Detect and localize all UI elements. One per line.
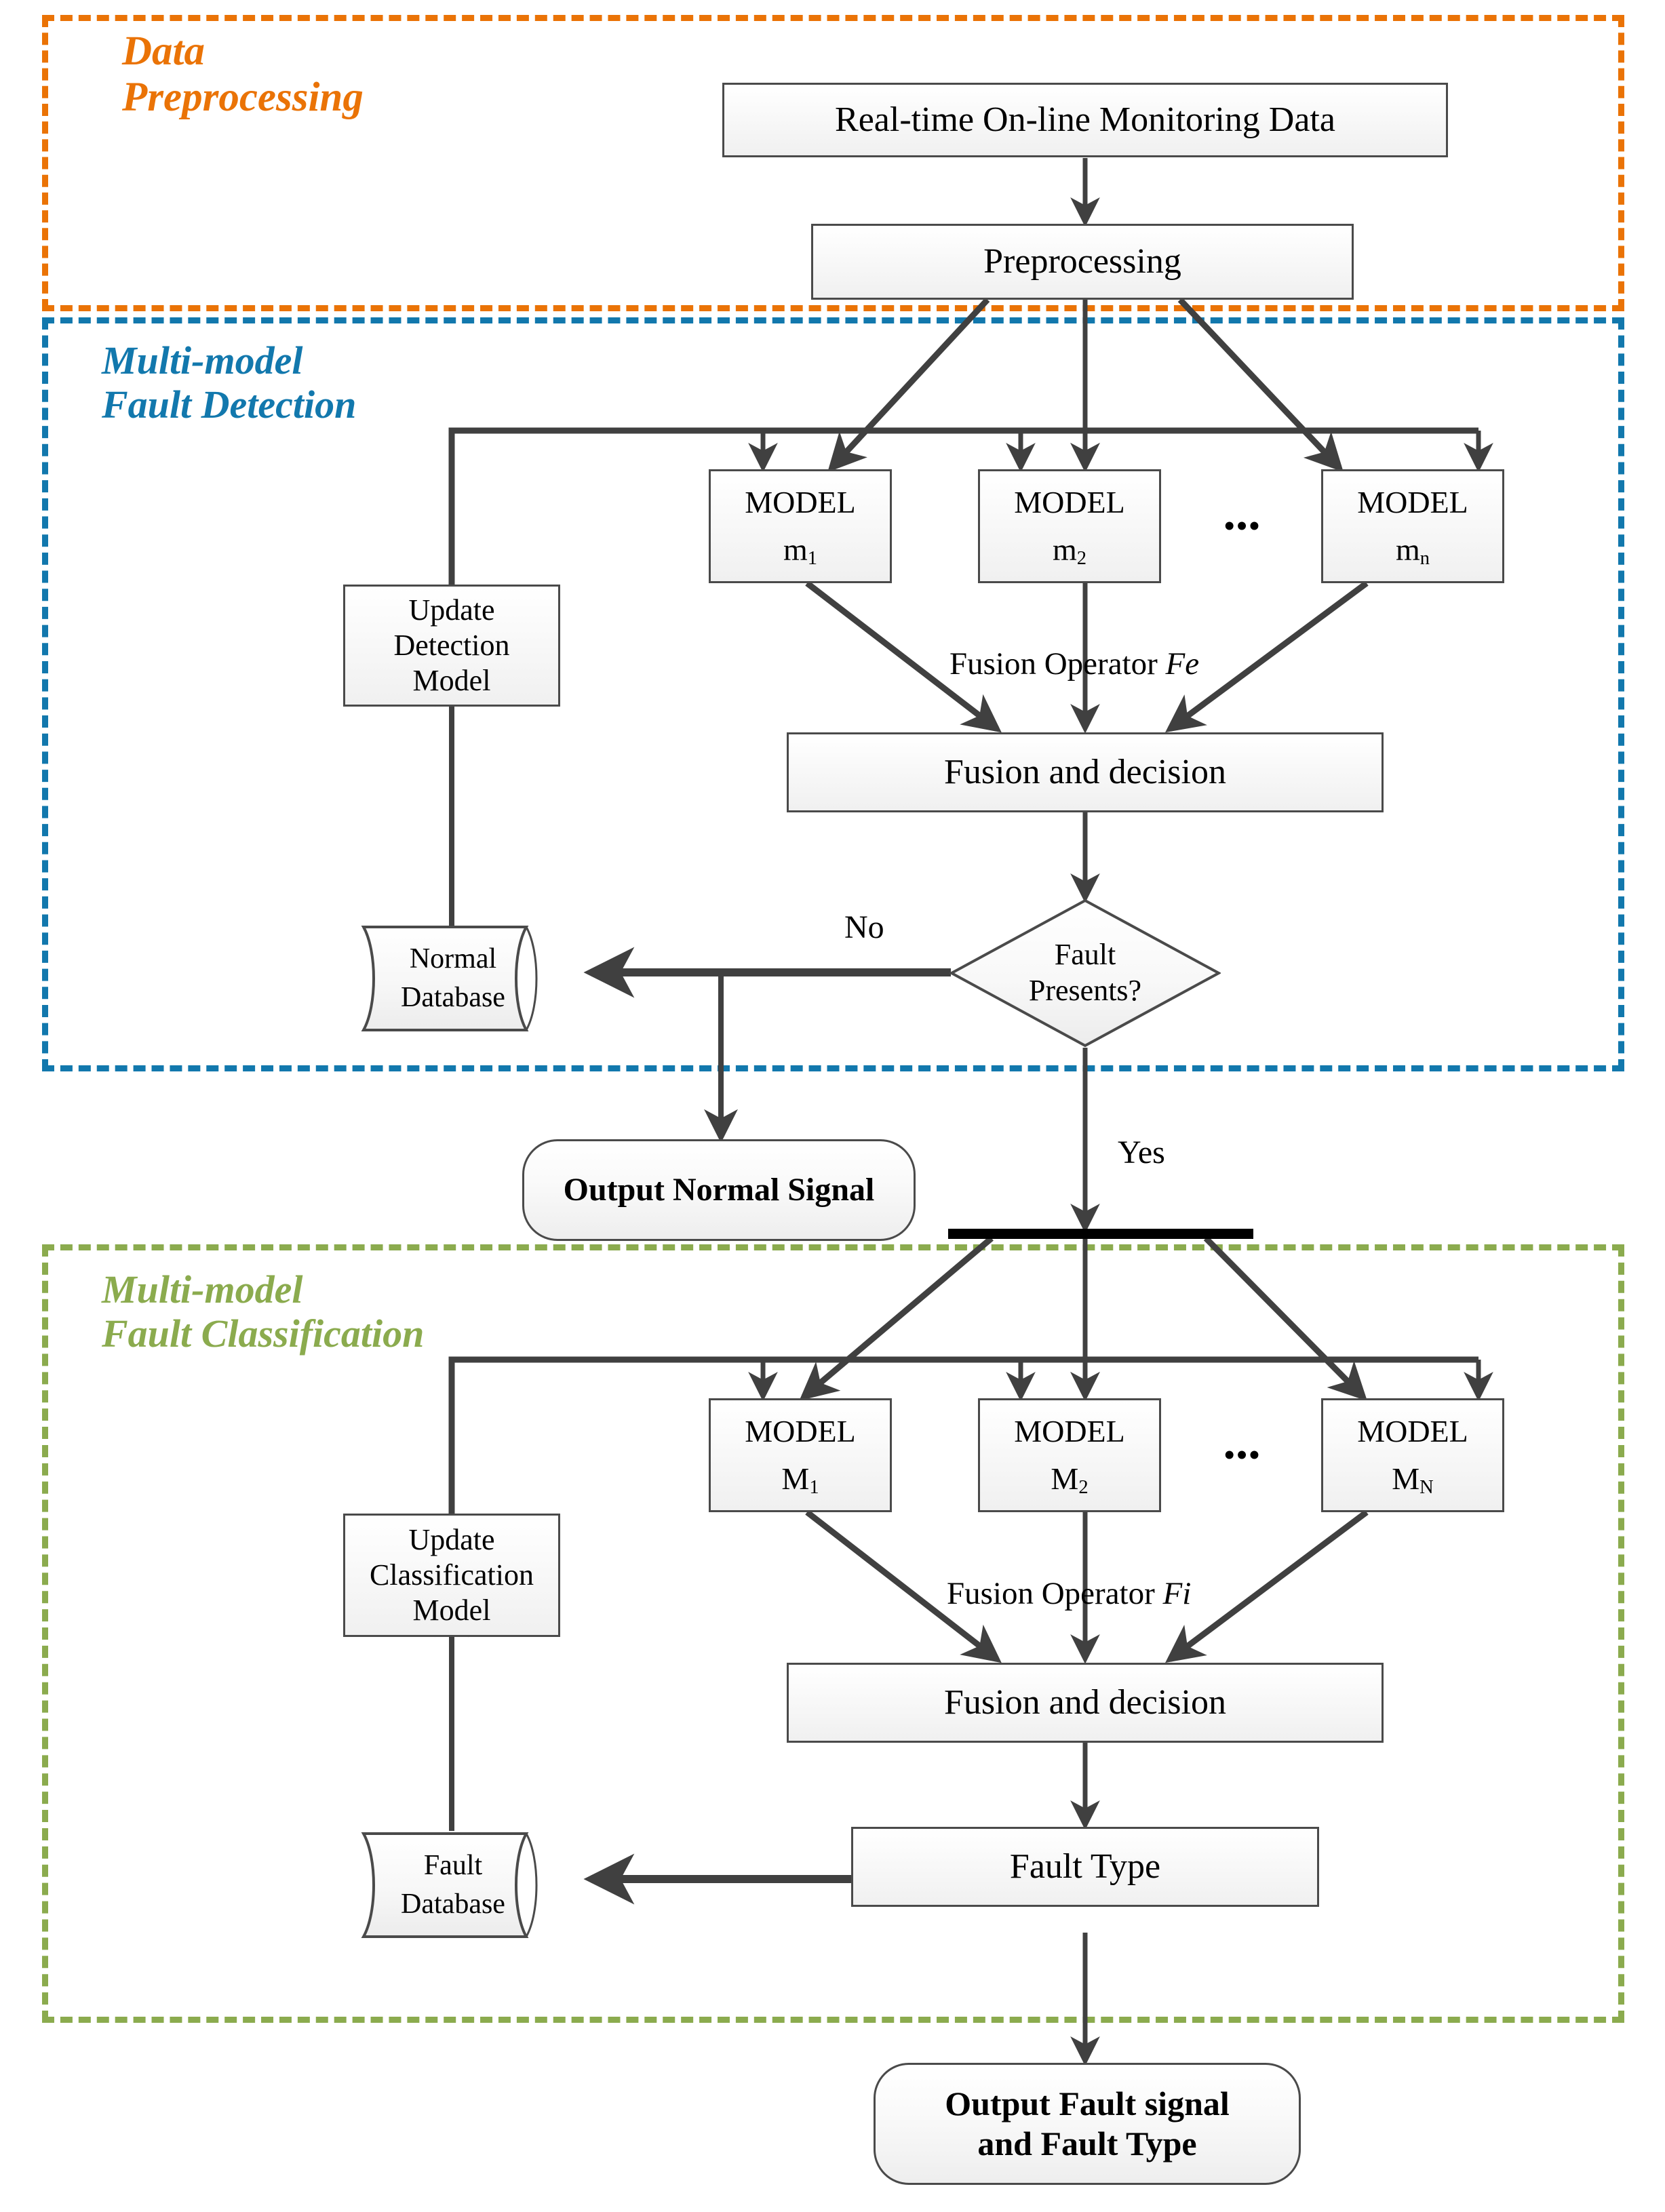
node-normal-database[interactable]: Normal Database bbox=[351, 924, 555, 1033]
section-title-fault-classification: Multi-model Fault Classification bbox=[102, 1267, 425, 1356]
node-monitoring-data[interactable]: Real-time On-line Monitoring Data bbox=[722, 83, 1448, 157]
label-decision-no: No bbox=[844, 909, 884, 945]
decision-label-line2: Presents? bbox=[1028, 974, 1142, 1007]
model-title: MODEL bbox=[1014, 484, 1125, 519]
node-preprocessing[interactable]: Preprocessing bbox=[811, 224, 1354, 300]
fusion-operator-text: Fusion Operator bbox=[947, 1576, 1163, 1611]
database-label-line1: Fault bbox=[423, 1850, 483, 1882]
node-detection-fusion-decision[interactable]: Fusion and decision bbox=[787, 732, 1384, 812]
model-title: MODEL bbox=[1357, 484, 1468, 519]
decision-label: Fault Presents? bbox=[949, 898, 1221, 1048]
node-detection-model-1[interactable]: MODEL m1 bbox=[709, 469, 892, 583]
fusion-operator-symbol: Fe bbox=[1165, 646, 1200, 682]
node-classification-model-n[interactable]: MODEL MN bbox=[1321, 1398, 1504, 1512]
section-title-data-preprocessing: Data Preprocessing bbox=[122, 28, 364, 121]
model-title: MODEL bbox=[745, 484, 856, 519]
model-id: m1 bbox=[783, 532, 818, 570]
label-fusion-operator-fe: Fusion Operator Fe bbox=[949, 646, 1199, 682]
node-update-detection-model[interactable]: Update Detection Model bbox=[343, 585, 560, 707]
detection-models-ellipsis: ••• bbox=[1224, 509, 1262, 542]
model-id: m2 bbox=[1052, 532, 1087, 570]
fusion-operator-text: Fusion Operator bbox=[949, 646, 1166, 682]
node-output-normal-signal[interactable]: Output Normal Signal bbox=[522, 1139, 916, 1241]
section-frame-fault-classification bbox=[42, 1244, 1624, 2023]
database-label: Normal Database bbox=[351, 924, 581, 1033]
model-id: M2 bbox=[1051, 1461, 1089, 1499]
node-fault-database[interactable]: Fault Database bbox=[351, 1831, 555, 1939]
fault-branch-bar bbox=[948, 1229, 1253, 1239]
classification-models-ellipsis: ••• bbox=[1224, 1438, 1262, 1472]
node-update-classification-model[interactable]: Update Classification Model bbox=[343, 1514, 560, 1637]
fusion-operator-symbol: Fi bbox=[1162, 1576, 1192, 1611]
model-title: MODEL bbox=[1357, 1413, 1468, 1448]
database-label-line1: Normal bbox=[409, 943, 497, 975]
node-output-fault-signal[interactable]: Output Fault signal and Fault Type bbox=[874, 2063, 1301, 2185]
model-id: mn bbox=[1395, 532, 1430, 570]
database-label-line2: Database bbox=[401, 982, 505, 1013]
section-frame-fault-detection bbox=[42, 317, 1624, 1071]
section-title-fault-detection: Multi-model Fault Detection bbox=[102, 338, 357, 427]
label-decision-yes: Yes bbox=[1118, 1134, 1165, 1170]
node-fault-type[interactable]: Fault Type bbox=[851, 1827, 1319, 1907]
model-id: MN bbox=[1392, 1461, 1434, 1499]
database-label: Fault Database bbox=[351, 1831, 581, 1939]
decision-label-line1: Fault bbox=[1054, 938, 1116, 972]
node-detection-model-2[interactable]: MODEL m2 bbox=[978, 469, 1161, 583]
label-fusion-operator-fi: Fusion Operator Fi bbox=[947, 1575, 1191, 1612]
node-classification-model-2[interactable]: MODEL M2 bbox=[978, 1398, 1161, 1512]
model-id: M1 bbox=[781, 1461, 819, 1499]
node-classification-fusion-decision[interactable]: Fusion and decision bbox=[787, 1663, 1384, 1743]
node-fault-presents-decision[interactable]: Fault Presents? bbox=[949, 898, 1221, 1048]
model-title: MODEL bbox=[1014, 1413, 1125, 1448]
node-detection-model-n[interactable]: MODEL mn bbox=[1321, 469, 1504, 583]
model-title: MODEL bbox=[745, 1413, 856, 1448]
node-classification-model-1[interactable]: MODEL M1 bbox=[709, 1398, 892, 1512]
database-label-line2: Database bbox=[401, 1889, 505, 1920]
